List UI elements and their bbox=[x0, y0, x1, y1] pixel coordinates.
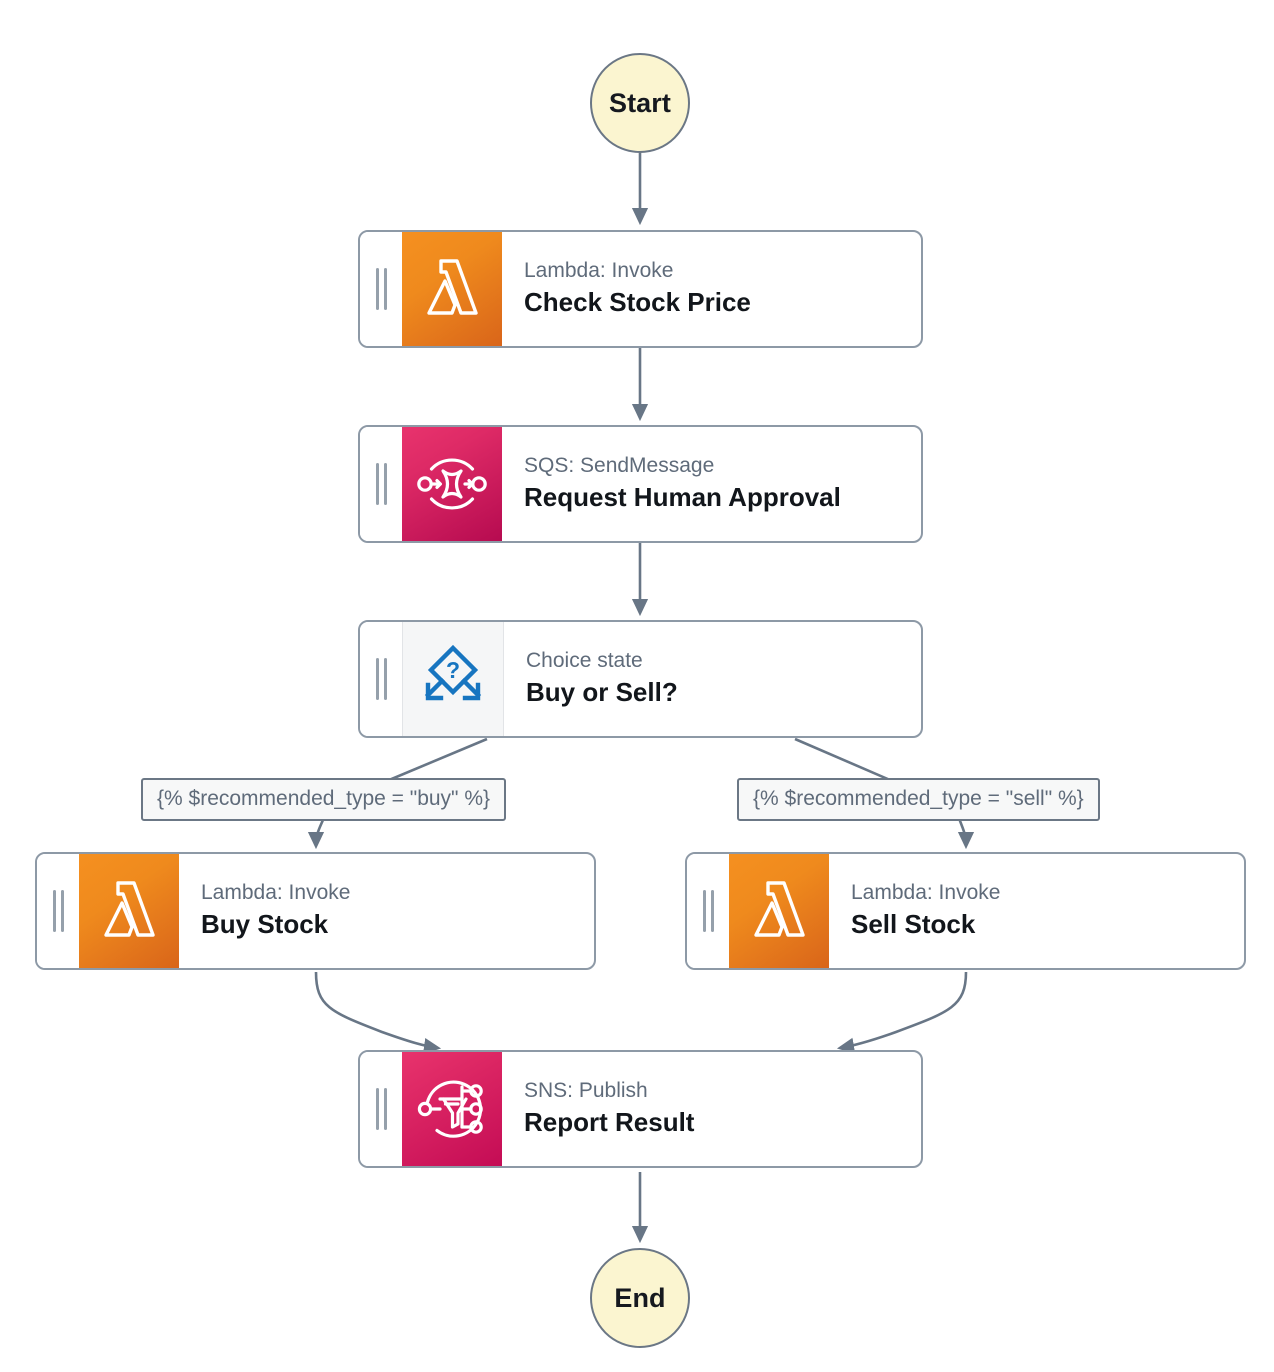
state-node-labels: SNS: Publish Report Result bbox=[502, 1052, 921, 1166]
state-title: Check Stock Price bbox=[524, 287, 751, 318]
state-title: Request Human Approval bbox=[524, 482, 841, 513]
edge-label-sell-condition: {% $recommended_type = "sell" %} bbox=[737, 778, 1100, 822]
end-node-label: End bbox=[614, 1282, 666, 1313]
state-node-sell-stock[interactable]: Lambda: Invoke Sell Stock bbox=[685, 852, 1246, 970]
state-subtitle: SQS: SendMessage bbox=[524, 454, 715, 478]
state-title: Sell Stock bbox=[851, 909, 976, 940]
state-title: Buy or Sell? bbox=[526, 677, 678, 708]
state-node-buy-or-sell[interactable]: ? Choice state Buy or Sell? bbox=[358, 620, 923, 738]
lambda-icon bbox=[729, 854, 829, 968]
state-title: Report Result bbox=[524, 1107, 695, 1138]
lambda-icon bbox=[79, 854, 179, 968]
drag-handle-icon[interactable] bbox=[360, 427, 402, 541]
svg-text:?: ? bbox=[446, 657, 460, 683]
drag-handle-icon[interactable] bbox=[37, 854, 79, 968]
end-node[interactable]: End bbox=[590, 1248, 690, 1348]
state-node-labels: SQS: SendMessage Request Human Approval bbox=[502, 427, 921, 541]
state-node-labels: Lambda: Invoke Sell Stock bbox=[829, 854, 1244, 968]
state-node-check-stock-price[interactable]: Lambda: Invoke Check Stock Price bbox=[358, 230, 923, 348]
drag-handle-icon[interactable] bbox=[360, 622, 402, 736]
state-node-report-result[interactable]: SNS: Publish Report Result bbox=[358, 1050, 923, 1168]
edge-buy-stock-to-report-result bbox=[314, 971, 442, 1055]
edge-choice-to-buy-label bbox=[381, 737, 488, 785]
state-subtitle: SNS: Publish bbox=[524, 1079, 648, 1103]
lambda-icon bbox=[402, 232, 502, 346]
edge-label-buy-condition: {% $recommended_type = "buy" %} bbox=[141, 778, 507, 822]
drag-handle-icon[interactable] bbox=[360, 232, 402, 346]
edge-sell-stock-to-report-result bbox=[836, 971, 968, 1054]
edge-choice-to-sell-label bbox=[794, 737, 898, 785]
state-subtitle: Lambda: Invoke bbox=[524, 259, 674, 283]
drag-handle-icon[interactable] bbox=[687, 854, 729, 968]
state-subtitle: Choice state bbox=[526, 649, 643, 673]
state-node-buy-stock[interactable]: Lambda: Invoke Buy Stock bbox=[35, 852, 596, 970]
start-node[interactable]: Start bbox=[590, 53, 690, 153]
state-node-labels: Lambda: Invoke Check Stock Price bbox=[502, 232, 921, 346]
drag-handle-icon[interactable] bbox=[360, 1052, 402, 1166]
sqs-queue-icon bbox=[402, 427, 502, 541]
state-node-labels: Lambda: Invoke Buy Stock bbox=[179, 854, 594, 968]
state-node-labels: Choice state Buy or Sell? bbox=[504, 622, 921, 736]
start-node-label: Start bbox=[608, 87, 671, 118]
state-subtitle: Lambda: Invoke bbox=[851, 881, 1001, 905]
state-subtitle: Lambda: Invoke bbox=[201, 881, 351, 905]
state-node-request-human-approval[interactable]: SQS: SendMessage Request Human Approval bbox=[358, 425, 923, 543]
sns-topic-icon bbox=[402, 1052, 502, 1166]
state-title: Buy Stock bbox=[201, 909, 329, 940]
choice-diamond-icon: ? bbox=[402, 622, 504, 736]
